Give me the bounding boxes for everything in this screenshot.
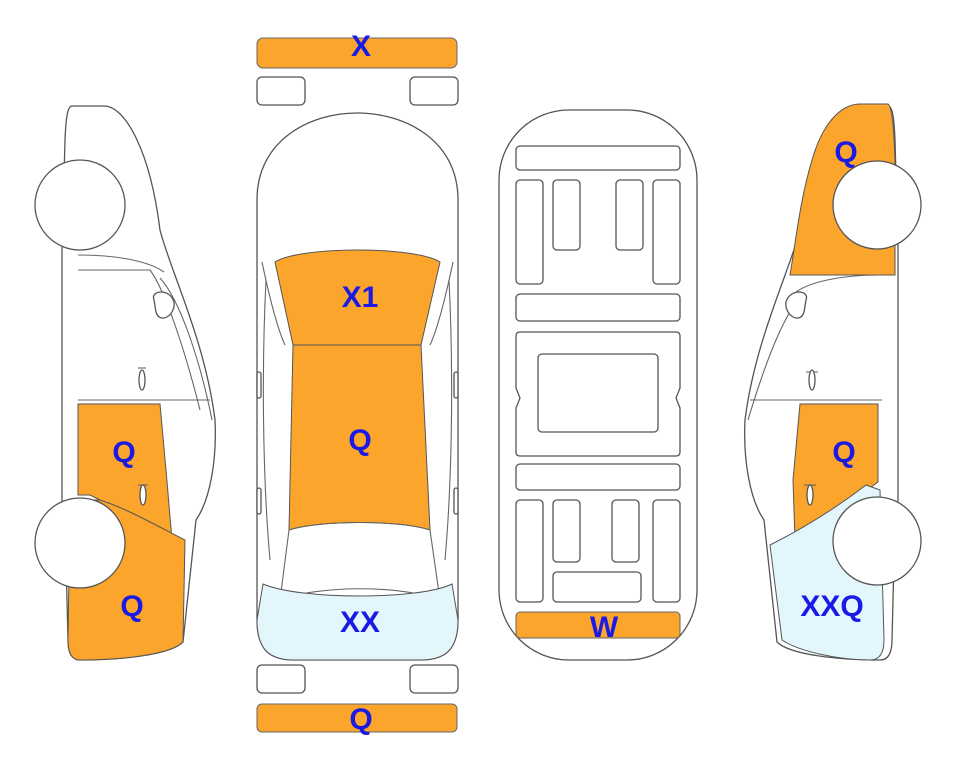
rear-bumper-panel[interactable] [256, 703, 458, 733]
left-belt-line [78, 269, 201, 411]
left-rear-quarter-label: Q [120, 590, 143, 623]
right-front-handle [806, 369, 818, 391]
right-rear-door-label: Q [832, 436, 855, 469]
underbody-front-bar [515, 145, 681, 171]
underbody-rear-left-rail [515, 499, 544, 603]
left-mirror-shape [152, 291, 175, 319]
underbody-rear-tank [552, 571, 642, 603]
underbody-front-left-rail [515, 179, 544, 285]
left-rear-wheel [34, 497, 126, 589]
right-rear-handle [804, 484, 816, 506]
right-mirror-shape [785, 291, 808, 319]
top-view: X X1 Q XX Q [256, 30, 459, 736]
right-rear-quarter-label: XXQ [800, 590, 863, 623]
trunk-lid-label: XX [340, 606, 380, 639]
right-front-fender-label: Q [834, 136, 857, 169]
rear-left-light [256, 664, 306, 694]
underbody-front-right-mount [615, 179, 644, 251]
left-side-line [262, 279, 271, 561]
underbody-rear-label: W [590, 611, 619, 644]
right-mirror [453, 371, 459, 399]
left-rear-door-label: Q [112, 436, 135, 469]
underbody-rear-panel[interactable] [515, 611, 681, 639]
right-side-view: Q Q XXQ [744, 103, 922, 661]
a-pillar-left [261, 261, 286, 346]
left-side-view: Q Q [34, 105, 216, 661]
right-roof-line [795, 274, 883, 293]
underbody-crossmember-2 [515, 463, 681, 491]
a-pillar-right [429, 261, 454, 346]
right-rear-wheel [832, 496, 922, 586]
underbody-front-left-mount [552, 179, 581, 251]
underbody-center-plate [537, 353, 659, 433]
trunk-lid-panel[interactable] [256, 583, 459, 661]
left-roof-line [77, 254, 165, 273]
underbody-front-right-rail [652, 179, 681, 285]
underbody-rear-right-mount [611, 499, 640, 563]
roof-label: Q [348, 424, 371, 457]
rear-right-light [409, 664, 459, 694]
left-rear-handle [138, 484, 148, 506]
left-handle [256, 487, 262, 515]
underbody-rear-left-mount [552, 499, 581, 563]
underbody-view: W [498, 109, 698, 661]
underbody-rear-right-rail [652, 499, 681, 603]
left-window-line [159, 277, 213, 421]
front-bumper-label: X [351, 30, 371, 63]
hood-label: X1 [342, 281, 379, 314]
right-front-wheel [832, 160, 922, 250]
left-front-handle [138, 367, 146, 391]
right-side-line [444, 279, 453, 561]
front-left-light [256, 76, 306, 106]
rear-bumper-label: Q [349, 703, 372, 736]
front-right-light [409, 76, 459, 106]
left-front-wheel [34, 159, 126, 251]
right-handle [453, 487, 459, 515]
left-mirror [256, 371, 262, 399]
hood-panel[interactable] [274, 249, 441, 346]
underbody-crossmember-1 [515, 293, 681, 322]
front-bumper-panel[interactable] [256, 37, 458, 69]
